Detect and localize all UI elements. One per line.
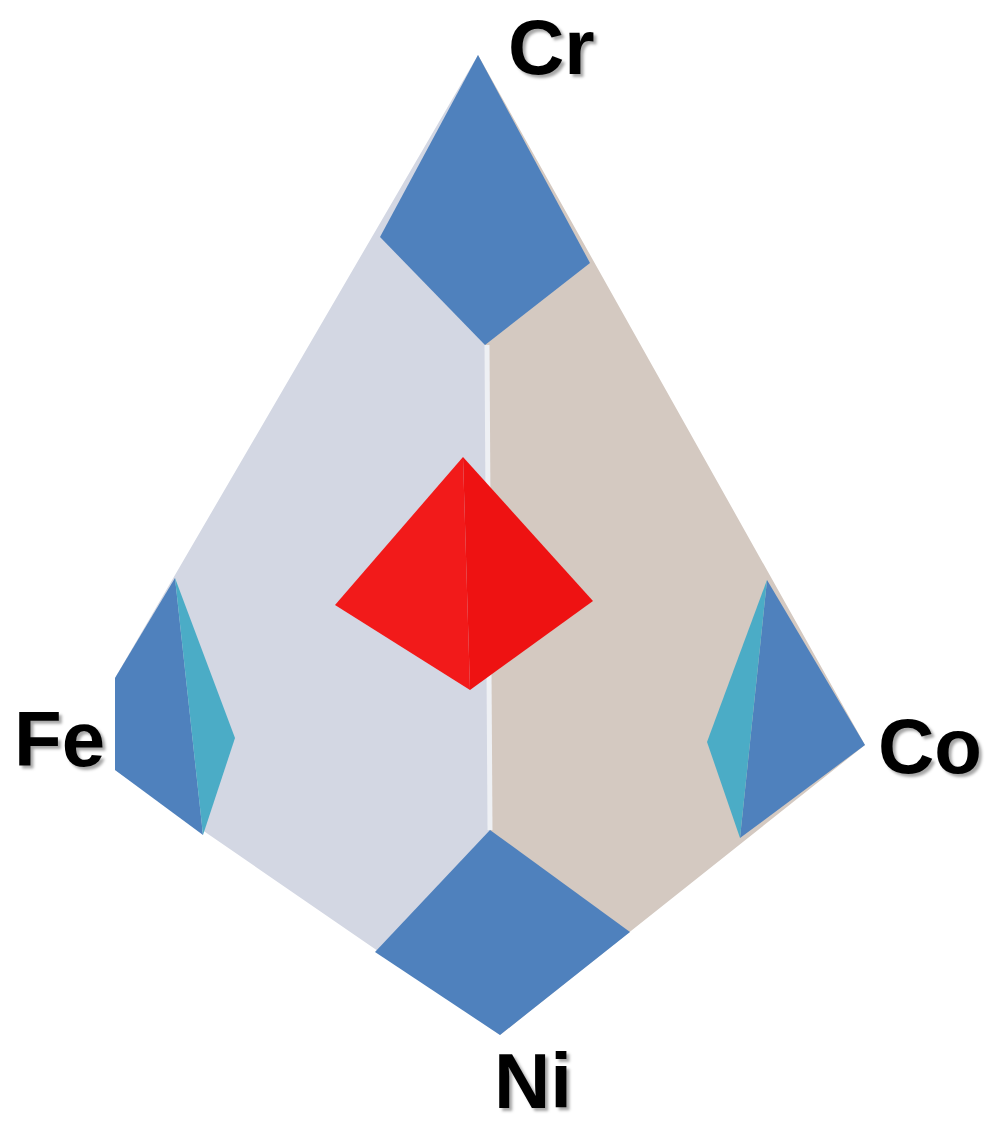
vertex-label: Fe <box>14 700 105 778</box>
vertex-label: Ni <box>494 1042 572 1120</box>
co-corner-side <box>707 580 767 838</box>
vertex-label: Cr <box>508 8 595 86</box>
vertex-label: Co <box>878 707 982 785</box>
cr-corner <box>380 55 590 345</box>
fe-corner-side <box>175 578 235 835</box>
center-region <box>335 457 470 690</box>
center-region-side <box>463 457 593 690</box>
ni-corner <box>375 830 630 1035</box>
